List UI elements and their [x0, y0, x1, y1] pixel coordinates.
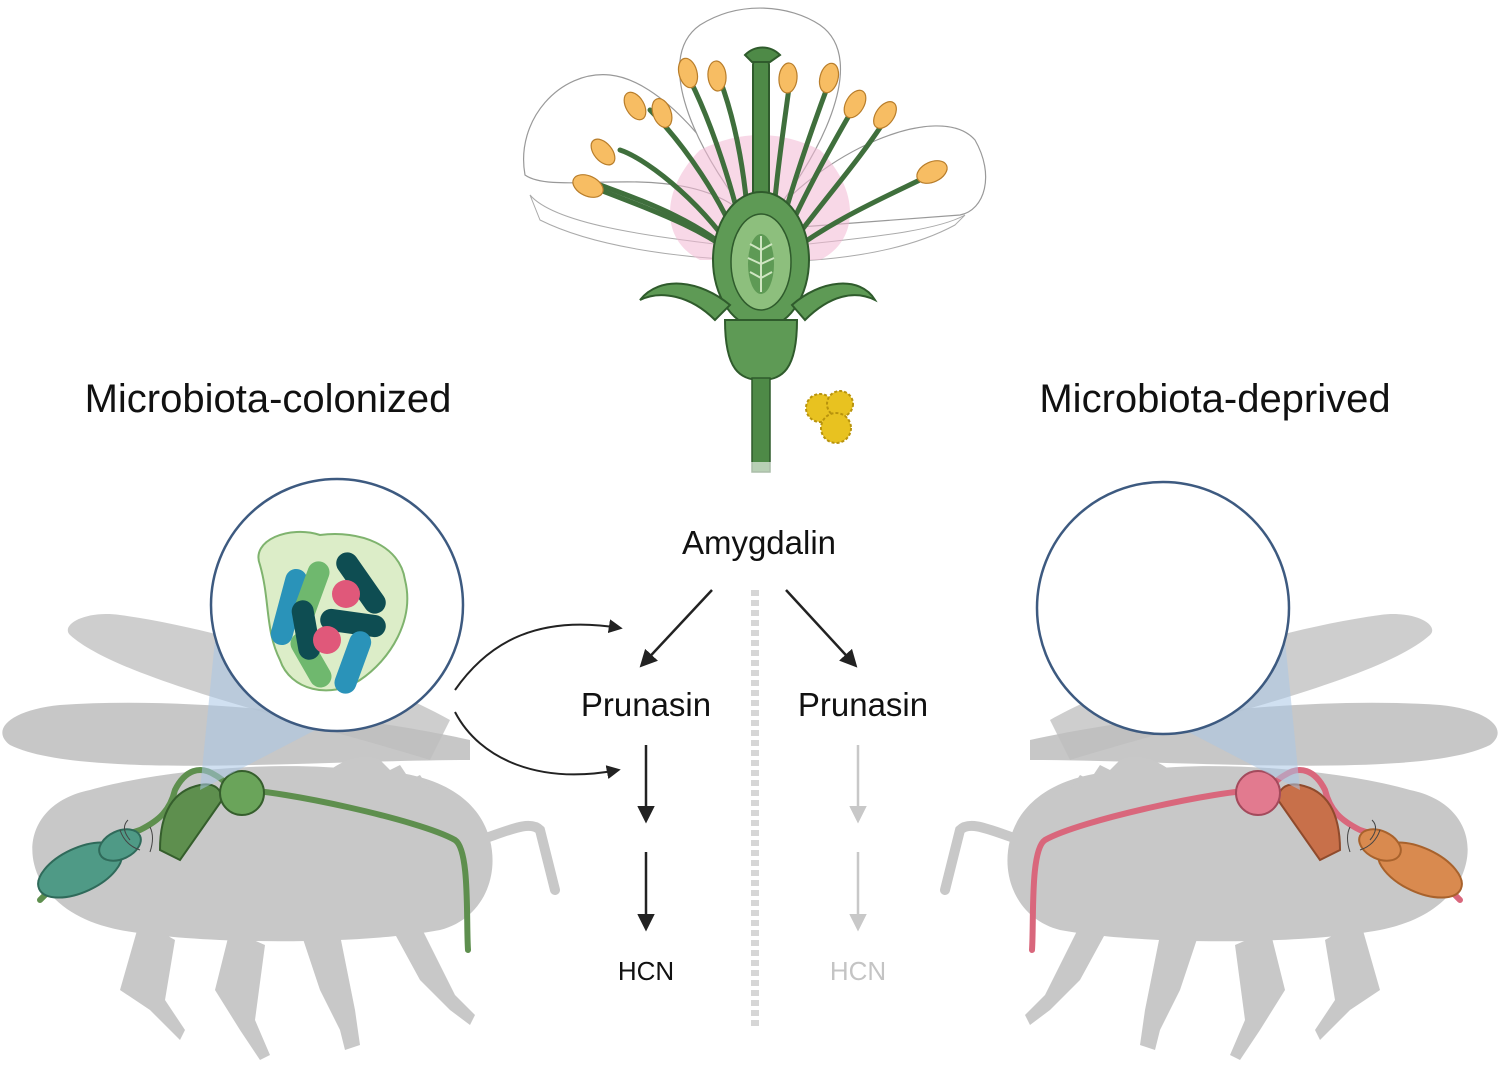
bee-right-antenna	[940, 820, 1025, 895]
flower-sepal-left	[639, 282, 732, 322]
flower-petal-left	[523, 74, 761, 231]
bacteria-cluster-icon	[257, 530, 409, 694]
label-prunasin-deprived: Prunasin	[798, 686, 928, 723]
arrow-amygdalin-to-prunasin-right	[785, 589, 858, 668]
bee-right-crop	[1235, 770, 1281, 816]
flower-illustration	[523, 7, 987, 476]
curved-arrow-to-amygdalin-step	[454, 619, 623, 691]
bee-left-antenna	[475, 820, 560, 895]
label-hcn-colonized: HCN	[618, 956, 674, 986]
label-amygdalin: Amygdalin	[682, 524, 836, 561]
label-prunasin-colonized: Prunasin	[581, 686, 711, 723]
pollen-grains-icon	[805, 390, 854, 444]
flower-sepal-right	[790, 282, 878, 322]
curved-arrow-to-prunasin-step	[454, 711, 621, 779]
title-deprived: Microbiota-deprived	[1039, 377, 1390, 421]
zoom-circle-deprived	[1035, 480, 1291, 736]
title-colonized: Microbiota-colonized	[85, 377, 452, 421]
arrow-amygdalin-to-prunasin-left	[639, 589, 713, 668]
bee-left-body	[32, 766, 493, 942]
bee-left-crop	[219, 770, 265, 816]
flower-stem	[751, 377, 771, 473]
flower-receptacle	[723, 319, 799, 382]
label-hcn-deprived: HCN	[830, 956, 886, 986]
bee-right-body	[1007, 766, 1468, 942]
